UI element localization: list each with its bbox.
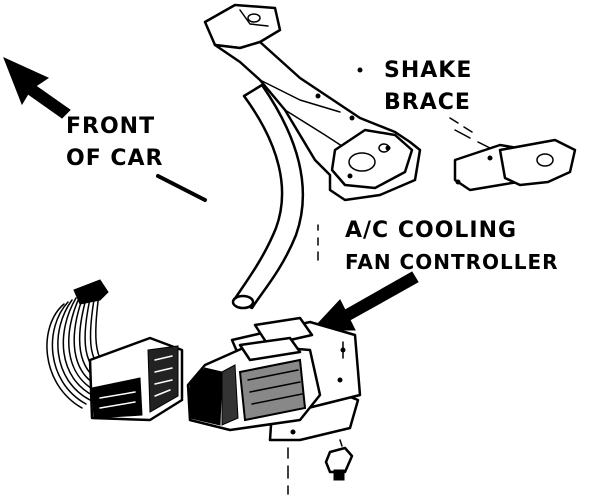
front-label-leader bbox=[156, 174, 207, 202]
shake-brace-leader bbox=[449, 117, 473, 133]
front-of-car-label-line2: OF CAR bbox=[66, 146, 164, 171]
shake-brace-label-line1: SHAKE bbox=[384, 58, 473, 83]
support-rod bbox=[231, 83, 305, 310]
shake-brace-right bbox=[453, 129, 577, 192]
fan-controller-label-line1: A/C COOLING bbox=[345, 218, 518, 243]
wiring-harness-connector bbox=[46, 279, 184, 422]
fan-controller-module bbox=[186, 316, 362, 495]
shake-brace-label-line2: BRACE bbox=[384, 90, 471, 115]
front-of-car-label-line1: FRONT bbox=[66, 114, 156, 139]
controller-pointer-arrow-icon bbox=[310, 271, 419, 331]
fan-controller-label-line2: FAN CONTROLLER bbox=[345, 250, 559, 274]
front-of-car-arrow-icon bbox=[3, 57, 71, 119]
shake-brace-bracket bbox=[203, 3, 422, 202]
